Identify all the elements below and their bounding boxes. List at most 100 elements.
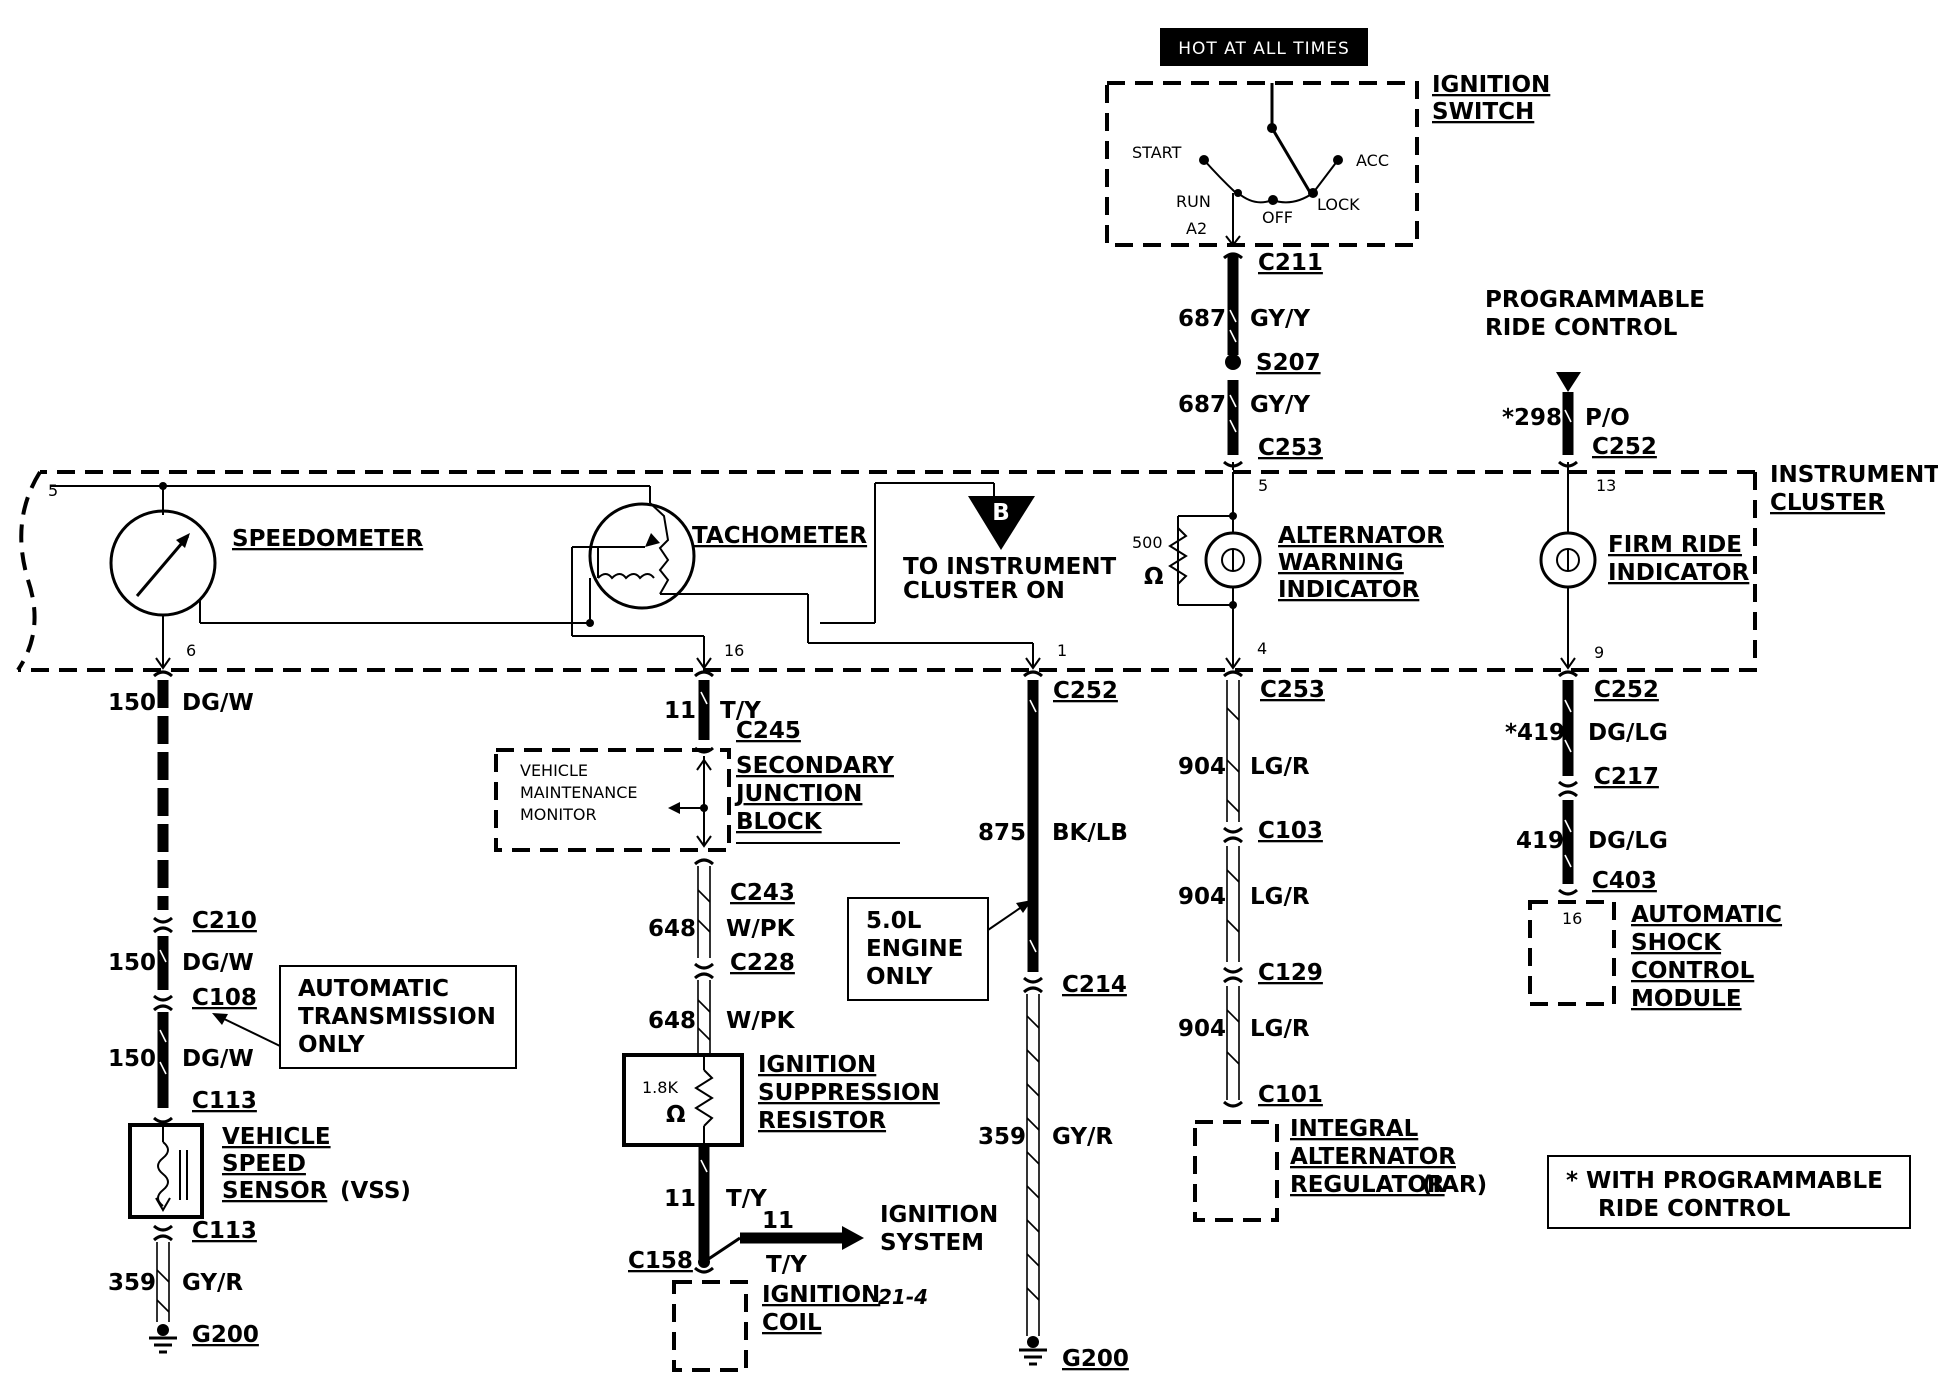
- wire-875: [1019, 670, 1047, 1366]
- connector-c252-firm: C252: [1594, 677, 1659, 703]
- footnote-box: [1547, 1155, 1911, 1229]
- ignition-suppression-resistor: [622, 1053, 744, 1147]
- footnote-2: RIDE CONTROL: [1598, 1196, 1791, 1222]
- circuit-904-2: 904: [1178, 884, 1226, 910]
- alternator-label: ALTERNATOR: [1278, 523, 1444, 549]
- connector-c113: C113: [192, 1088, 257, 1114]
- connector-c253-alt: C253: [1260, 677, 1325, 703]
- sjb-label-2: JUNCTION: [734, 781, 862, 807]
- circuit-359: 359: [108, 1270, 156, 1296]
- instrument-cluster-box: [16, 470, 1757, 672]
- engine-note-2: ENGINE: [866, 936, 963, 962]
- isr-label-2: SUPPRESSION: [758, 1080, 940, 1106]
- color-w-pk-2: W/PK: [726, 1008, 796, 1034]
- arrow-circuit-11: 11: [762, 1208, 794, 1234]
- prc-title: PROGRAMMABLE: [1485, 287, 1705, 313]
- pin-13: 13: [1596, 476, 1616, 495]
- circuit-11: 11: [664, 698, 696, 724]
- color-t-y-2: T/Y: [726, 1186, 767, 1212]
- wire-359-vss: [149, 1224, 177, 1354]
- color-lg-r-3: LG/R: [1250, 1016, 1310, 1042]
- circuit-359-2: 359: [978, 1124, 1026, 1150]
- splice-s207: S207: [1256, 350, 1321, 376]
- wire-11-coil: [694, 1145, 864, 1274]
- connector-c228: C228: [730, 950, 795, 976]
- ignition-switch-label-2: SWITCH: [1432, 99, 1534, 125]
- coil-label-2: COIL: [762, 1310, 822, 1336]
- to-instrument-cluster-on: TO INSTRUMENT: [903, 554, 1117, 580]
- ascm-label: AUTOMATIC: [1631, 902, 1782, 928]
- vehicle-speed-sensor: [128, 1123, 204, 1219]
- connector-c217: C217: [1594, 764, 1659, 790]
- circuit-687: 687: [1178, 306, 1226, 332]
- wire-648: [694, 858, 714, 1055]
- coil-reference: 21-4: [878, 1285, 928, 1309]
- color-lg-r-2: LG/R: [1250, 884, 1310, 910]
- automatic-shock-control-module: [1528, 900, 1616, 1006]
- firm-ride-indicator: [1539, 472, 1597, 670]
- wire-298: [1556, 372, 1581, 472]
- circuit-11-2: 11: [664, 1186, 696, 1212]
- ignition-switch-label: IGNITION: [1432, 72, 1550, 98]
- footnote: * WITH PROGRAMMABLE: [1566, 1168, 1883, 1194]
- isr-label: IGNITION: [758, 1052, 876, 1078]
- integral-alternator-regulator: [1193, 1120, 1279, 1222]
- color-dg-lg: DG/LG: [1588, 720, 1668, 746]
- pin-1: 1: [1057, 641, 1067, 660]
- svg-text:ACC: ACC: [1356, 151, 1389, 170]
- circuit-150: 150: [108, 690, 156, 716]
- iar-label: INTEGRAL: [1290, 1116, 1419, 1142]
- circuit-419: 419: [1516, 828, 1564, 854]
- engine-5-0l-note: [847, 897, 1032, 1001]
- ascm-label-4: MODULE: [1631, 986, 1742, 1012]
- iar-label-4: (IAR): [1422, 1172, 1487, 1198]
- wire-904: [1223, 670, 1243, 1108]
- auto-trans-note: AUTOMATIC: [298, 976, 449, 1002]
- svg-text:START: START: [1132, 143, 1182, 162]
- pin-16-ascm: 16: [1562, 909, 1582, 928]
- connector-c129: C129: [1258, 960, 1323, 986]
- ignition-system-label: IGNITION: [880, 1202, 998, 1228]
- pin-5-left: 5: [48, 481, 58, 500]
- color-gy-y: GY/Y: [1250, 306, 1310, 332]
- vmm-label: VEHICLE: [520, 761, 588, 780]
- to-instrument-cluster-on-2: CLUSTER ON: [903, 578, 1065, 604]
- connector-c243: C243: [730, 880, 795, 906]
- svg-text:HOT AT ALL TIMES: HOT AT ALL TIMES: [1178, 39, 1350, 59]
- pin-6: 6: [186, 641, 196, 660]
- connector-c103: C103: [1258, 818, 1323, 844]
- pin-9: 9: [1594, 643, 1604, 662]
- svg-text:LOCK: LOCK: [1317, 195, 1360, 214]
- firm-ride-label: FIRM RIDE: [1608, 532, 1742, 558]
- svg-text:A2: A2: [1186, 219, 1207, 238]
- svg-text:B: B: [992, 500, 1010, 526]
- circuit-298: *298: [1502, 405, 1562, 431]
- resistor-1-8k: 1.8K: [642, 1078, 678, 1097]
- vmm-label-3: MONITOR: [520, 805, 597, 824]
- ground-g200-2: G200: [1062, 1346, 1129, 1372]
- alternator-label-2: WARNING: [1278, 550, 1404, 576]
- reference-triangle-b: B: [968, 496, 1035, 550]
- tachometer-label: TACHOMETER: [692, 523, 867, 549]
- connector-c252-prc: C252: [1592, 434, 1657, 460]
- color-w-pk: W/PK: [726, 916, 796, 942]
- color-gy-r-2: GY/R: [1052, 1124, 1113, 1150]
- resistor-500-ohm: Ω: [1144, 564, 1164, 590]
- speedometer-label: SPEEDOMETER: [232, 526, 423, 552]
- color-p-o: P/O: [1585, 405, 1630, 431]
- prc-title-2: RIDE CONTROL: [1485, 315, 1678, 341]
- instrument-cluster-label: INSTRUMENT: [1770, 462, 1938, 488]
- tachometer-gauge: [571, 482, 1041, 670]
- auto-trans-note-3: ONLY: [298, 1032, 365, 1058]
- circuit-150-3: 150: [108, 1046, 156, 1072]
- arrow-color-t-y: T/Y: [766, 1252, 807, 1278]
- hot-at-all-times-banner: HOT AT ALL TIMES: [1160, 28, 1368, 66]
- ignition-system-label-2: SYSTEM: [880, 1230, 984, 1256]
- wire-11-tach: [694, 670, 714, 754]
- circuit-150-2: 150: [108, 950, 156, 976]
- circuit-648: 648: [648, 916, 696, 942]
- wire-687-top: [1223, 252, 1243, 470]
- resistor-1-8k-ohm: Ω: [666, 1102, 686, 1128]
- ignition-switch: START ACC RUN OFF LOCK A2: [1105, 81, 1419, 247]
